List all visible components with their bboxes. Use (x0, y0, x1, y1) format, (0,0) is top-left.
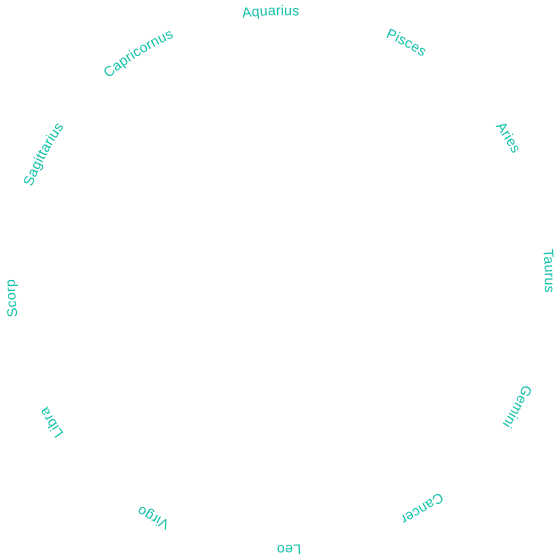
sign-label-aries-text: Aries (493, 119, 524, 156)
sign-label-scorpius: Scorpius (0, 0, 20, 318)
sign-label-libra-text: Libra (35, 405, 66, 441)
sign-label-capricornus-text: Capricornus (100, 25, 175, 80)
sign-label-sagittarius-text: Sagittarius (20, 119, 66, 188)
sign-label-virgo-text: Virgo (134, 503, 171, 533)
sign-label-aquarius: Aquarius (241, 2, 300, 21)
sign-label-cancer-text: Cancer (398, 489, 446, 527)
sign-label-gemini-text: Gemini (500, 383, 536, 431)
sign-label-virgo: Virgo (134, 503, 171, 533)
sign-label-leo-text: Leo (277, 541, 302, 558)
sign-label-libra: Libra (35, 405, 66, 441)
sign-label-pisces-text: Pisces (384, 25, 429, 59)
sign-label-aquarius-text: Aquarius (241, 2, 300, 21)
sign-label-taurus-text: Taurus (540, 248, 558, 293)
sign-label-cancer: Cancer (398, 489, 446, 527)
sign-label-pisces: Pisces (384, 25, 430, 59)
sign-label-taurus: Taurus (540, 248, 558, 293)
sign-label-aries: Aries (493, 119, 524, 156)
sign-label-capricornus: Capricornus (100, 25, 175, 80)
sign-label-gemini: Gemini (500, 383, 536, 431)
sign-label-sagittarius: Sagittarius (20, 119, 67, 188)
sign-label-scorpius-text: Scorpius (0, 0, 20, 318)
sign-label-leo: Leo (277, 541, 302, 558)
